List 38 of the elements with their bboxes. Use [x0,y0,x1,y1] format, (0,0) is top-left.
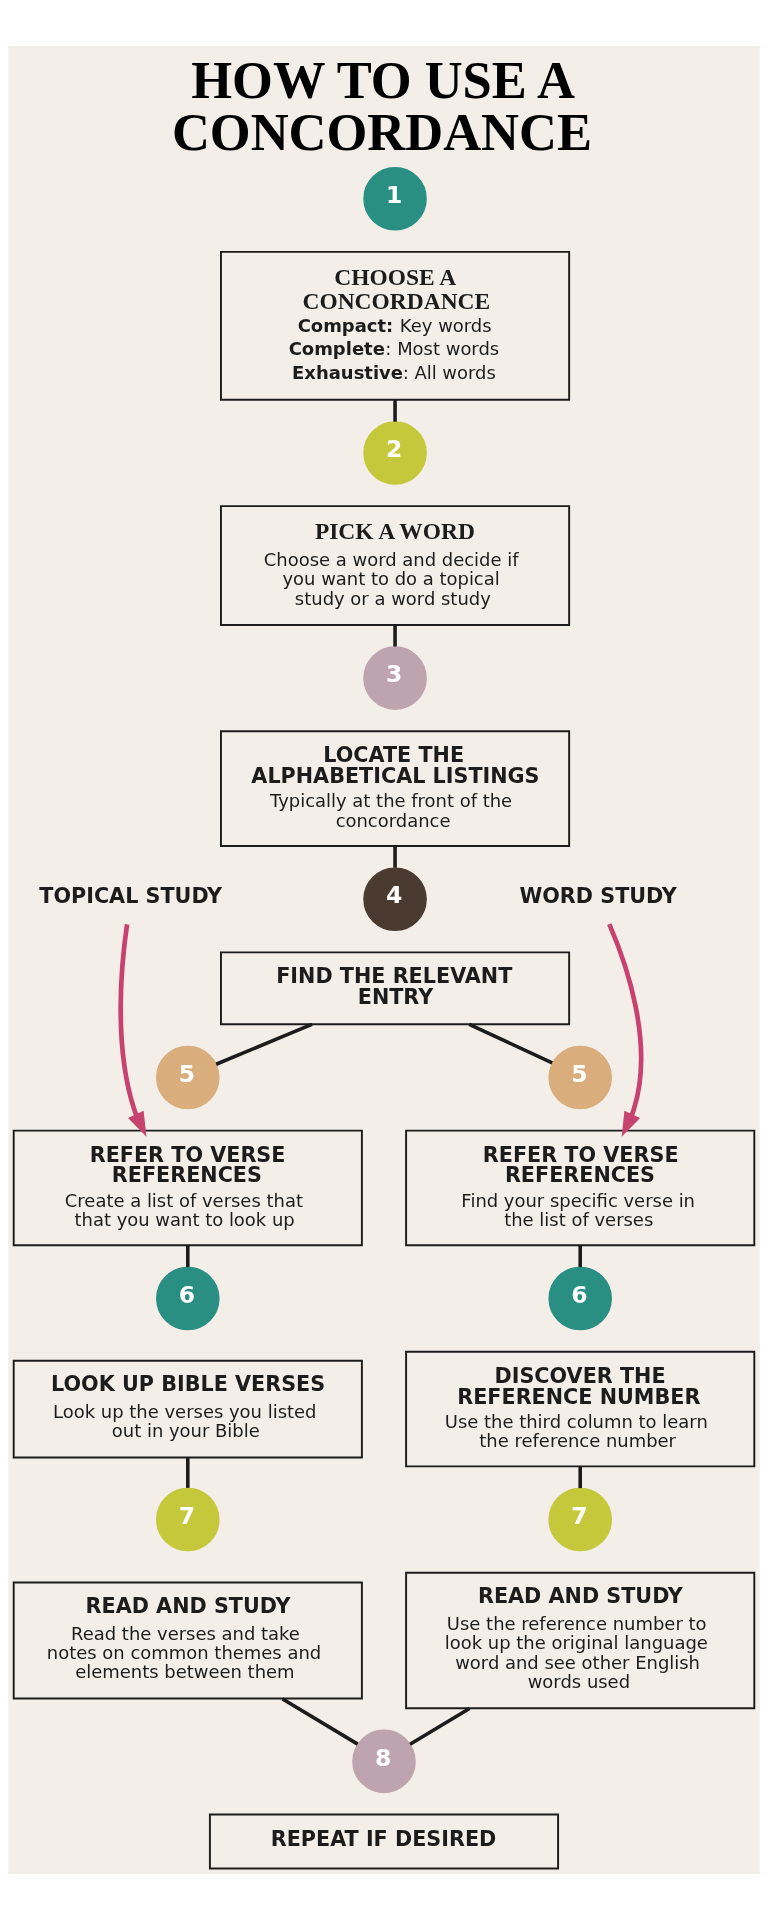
arrow [607,923,644,1137]
connector [393,846,397,868]
node-box: DISCOVER THE REFERENCE NUMBER Use the third column to learn the reference number [405,1350,756,1468]
node-circle: 3 [363,646,427,710]
node-box: REPEAT IF DESIRED [208,1813,560,1870]
connector [186,1458,190,1488]
node-box: PICK A WORD Choose a word and decide if you want to do a topical study or a word study [220,505,571,626]
node-circle: 4 [363,867,427,931]
node-circle: 5 [156,1045,220,1110]
node-circle: 7 [156,1487,220,1552]
node-circle: 1 [363,166,427,231]
connector [215,1022,313,1066]
arrow [118,924,147,1137]
connector [281,1697,359,1746]
node-box: REFER TO VERSE REFERENCES Create a list of verses that that you want to look up [12,1129,363,1247]
connector [468,1022,553,1065]
node-box: FIND THE RELEVANT ENTRY [220,951,571,1026]
node-circle: 6 [548,1266,612,1331]
node-text: WORD STUDY [519,883,677,908]
connector [578,1466,582,1489]
connector [393,625,397,647]
connector [578,1245,582,1268]
node-box: LOOK UP BIBLE VERSES Look up the verses you listed out in your Bible [12,1359,363,1459]
node-box: READ AND STUDY Read the verses and take notes on common themes and elements between them [12,1581,363,1700]
diagram-title: HOW TO USE A CONCORDANCE [171,50,592,162]
node-circle: 5 [548,1045,612,1110]
node-circle: 2 [363,421,427,485]
node-circle: 7 [548,1487,612,1552]
node-box: REFER TO VERSE REFERENCES Find your specific verse in the list of verses [405,1129,756,1247]
node-box: CHOOSE A CONCORDANCE Compact: Key words Complete: Most words Exhaustive: All words [220,250,571,401]
node-circle: 6 [156,1266,220,1331]
node-circle: 8 [352,1729,416,1794]
node-text: TOPICAL STUDY [39,883,223,908]
connector [409,1707,471,1746]
node-box: READ AND STUDY Use the reference number to look up the original language word and see other English words used [405,1571,756,1710]
node-box: LOCATE THE ALPHABETICAL LISTINGS Typically at the front of the concordance [220,730,571,847]
connector [393,399,397,422]
connector [186,1245,190,1268]
